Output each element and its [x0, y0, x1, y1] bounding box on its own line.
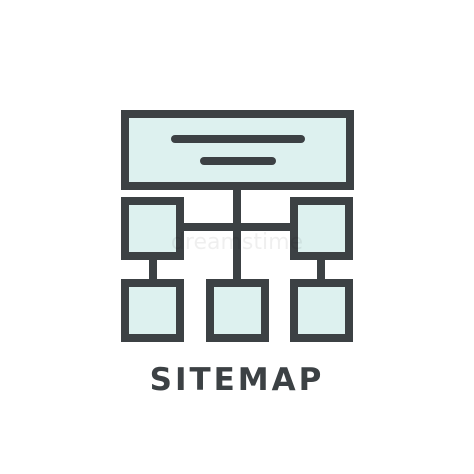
- node-box-bottom-left: [121, 279, 184, 342]
- header-box: [121, 110, 354, 190]
- node-box-bottom-right: [290, 279, 353, 342]
- node-box-middle-left: [121, 197, 184, 260]
- node-box-middle-right: [290, 197, 353, 260]
- caption-title: SITEMAP: [149, 362, 325, 398]
- node-box-bottom-center: [206, 279, 269, 342]
